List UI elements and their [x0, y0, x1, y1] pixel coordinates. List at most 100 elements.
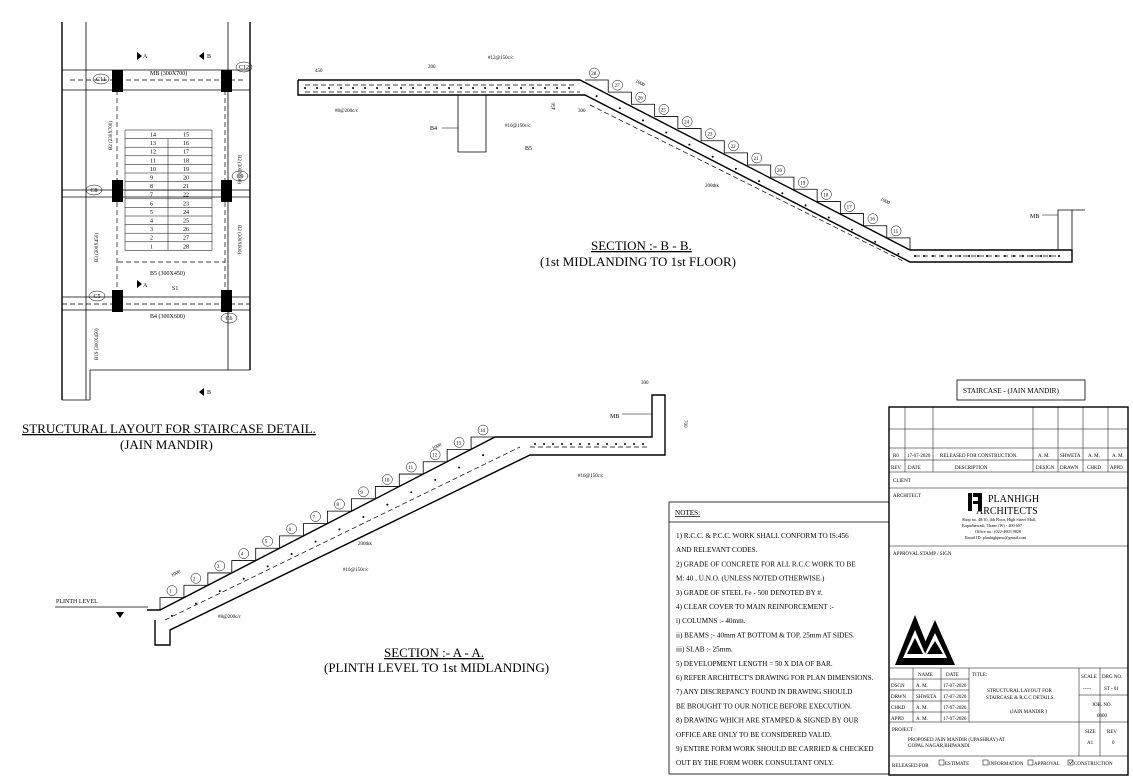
tread-number-right: 25: [183, 219, 189, 225]
firm-name-2: ARCHITECTS: [976, 506, 1038, 517]
release-option: INFORMATION: [989, 762, 1024, 767]
checkbox-icon: [938, 759, 945, 766]
bb-tag: B5: [525, 146, 532, 152]
bb-step-bubble: [635, 92, 646, 103]
bb-step-bubble: [705, 128, 716, 139]
scale-value: -----: [1083, 687, 1092, 692]
tread-number-left: 12: [150, 150, 156, 156]
aa-tag: MB: [610, 414, 619, 420]
note-line: OUT BY THE FORM WORK CONSULTANT ONLY.: [676, 759, 834, 767]
bb-bar: #12@150c/c: [488, 56, 514, 61]
bb-step-bubble: [774, 164, 786, 176]
title-text: (JAIN MANDIR ): [1010, 710, 1047, 715]
bb-rebar-dots: [304, 87, 1060, 257]
column-tag: C8: [90, 188, 97, 194]
tread-number-left: 9: [150, 176, 153, 182]
aa-bar: #8@200c/c: [218, 615, 242, 620]
bb-step-number: 20: [777, 169, 783, 174]
notes-heading: NOTES:: [675, 509, 700, 517]
bb-tag: B4: [430, 126, 437, 132]
aa-dim: 300: [641, 381, 649, 386]
signoff-name: A. M.: [916, 717, 928, 722]
signoff-name: A. M.: [916, 706, 928, 711]
drg-label: DRG NO.: [1102, 675, 1122, 680]
tread-number-right: 22: [183, 193, 189, 199]
bb-step-number: 15: [893, 230, 899, 235]
aa-step-number: 11: [408, 466, 413, 471]
section-mark: B: [207, 390, 211, 396]
rev-header: CHKD: [1087, 466, 1102, 471]
tread-number-right: 26: [183, 227, 189, 233]
title-text: STRUCTURAL LAYOUT FOR: [987, 689, 1052, 694]
bb-step-number: 27: [615, 84, 621, 89]
tread-number-right: 27: [183, 236, 189, 242]
note-line: M: 40 , U.N.O. (UNLESS NOTED OTHERWISE.): [676, 575, 825, 583]
section-mark: B: [207, 54, 211, 60]
bb-step-bubble: [658, 104, 670, 115]
aa-title: SECTION :- A - A.: [384, 645, 484, 660]
notes-list: 1) R.C.C. & P.C.C. WORK SHALL CONFORM TO…: [676, 532, 874, 767]
bb-dim: 1000: [634, 79, 646, 88]
signoff-name: SHWETA: [916, 695, 937, 700]
signoff-role: CHKD: [891, 706, 906, 711]
title-text: STAIRCASE & R.C.C DETAILS.: [986, 696, 1055, 701]
bb-dim: 300: [578, 109, 586, 114]
tread-number-left: 13: [150, 141, 156, 147]
signoff-date: 17-07-2020: [943, 706, 967, 711]
mandir-logo-icon: [895, 615, 955, 665]
note-line: iii) SLAB :- 25mm.: [676, 646, 733, 654]
tread-number-left: 10: [150, 167, 156, 173]
bb-bar: #10@150c/c: [505, 124, 531, 129]
release-option: ESTIMATE: [945, 762, 969, 767]
top-title: STAIRCASE - (JAIN MANDIR): [963, 387, 1059, 395]
firm-address: Shop no. 48/10, 4th Floor, High Street M…: [962, 517, 1036, 523]
rev-label: REV: [1107, 730, 1117, 735]
tread-number-right: 15: [183, 133, 189, 139]
note-line: 2) GRADE OF CONCRETE FOR ALL R.C.C WORK …: [676, 560, 856, 568]
signoff-date: 17-07-2020: [943, 684, 967, 689]
bb-step-number: 18: [823, 193, 829, 198]
aa-step-number: 7: [313, 516, 316, 521]
beam-label: B2 (300X600): [236, 225, 241, 254]
tread-number-right: 24: [183, 210, 189, 216]
firm-address: Kapurbawadi, Thane (W) - 400 607: [962, 523, 1022, 529]
tread-number-left: 8: [150, 184, 153, 190]
tread-number-right: 19: [183, 167, 189, 173]
aa-subtitle: (PLINTH LEVEL TO 1st MIDLANDING): [324, 660, 549, 675]
title-block: STAIRCASE - (JAIN MANDIR) R0 17-07-2020 …: [888, 379, 1129, 776]
signoff-date: 17-07-2020: [943, 695, 967, 700]
rev-no: R0: [893, 454, 899, 459]
beam-label: B19 (300X450): [95, 328, 100, 360]
rev-header: DATE: [908, 466, 921, 471]
aa-step-number: 14: [480, 429, 486, 434]
column-tag: C5: [93, 294, 100, 300]
tread-number-right: 18: [183, 158, 189, 164]
tread-number-left: 14: [150, 133, 156, 139]
bb-step-bubble: [890, 225, 902, 237]
staircase-plan: C11 C12 C8 C9 C5 C6 MB (300X700) B2 (230…: [22, 22, 316, 452]
bb-dim: 1000: [879, 197, 891, 206]
plan-subtitle: (JAIN MANDIR): [120, 437, 213, 452]
beam-label: B4 (300X600): [150, 313, 185, 320]
bb-step-bubble: [797, 177, 809, 188]
aa-dim: 1000: [171, 570, 183, 579]
plinth-label: PLINTH LEVEL: [56, 599, 98, 605]
beam-label: B3 (300X450): [95, 233, 100, 262]
rev-value: 0: [1112, 741, 1115, 746]
signoff-name: A. M.: [916, 684, 928, 689]
approval-label: APPROVAL STAMP / SIGN: [893, 552, 952, 557]
note-line: ii) BEAMS :- 40mm AT BOTTOM & TOP, 25mm …: [676, 631, 855, 639]
checkbox-icon: [1067, 759, 1074, 766]
size-value: A1: [1087, 741, 1094, 746]
bb-dim: 450: [552, 102, 557, 110]
beam-label: B2 (230X700): [109, 121, 114, 150]
release-option: APPROVAL: [1034, 762, 1060, 767]
tread-number-right: 16: [183, 141, 189, 147]
rev-header: DESCRIPTION: [955, 466, 988, 471]
